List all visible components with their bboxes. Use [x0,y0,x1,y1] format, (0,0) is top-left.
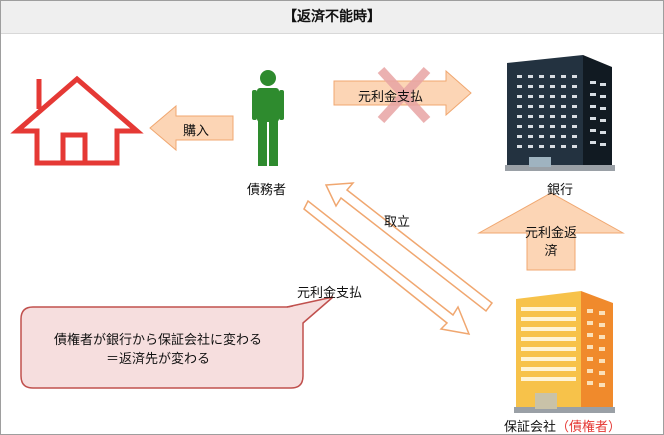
guarantor-to-bank-label: 元利金返 済 [525,225,577,261]
guarantor-role: 債権者 [569,420,609,435]
cross-mark-icon [377,66,431,124]
callout-line2: ＝返済先が変わる [105,352,210,367]
callout-text: 債権者が銀行から保証会社に変わる ＝返済先が変わる [27,331,289,369]
repay-to-guarantor-arrow [303,199,471,335]
guarantor-to-bank-label-line1: 元利金返 [525,226,578,241]
house-icon [10,75,144,166]
collect-label: 取立 [384,215,411,230]
repay-to-guarantor-label: 元利金支払 [297,286,363,301]
purchase-arrow [149,104,234,152]
debtor-label: 債務者 [247,183,287,198]
guarantor-name: 保証会社 [504,420,557,435]
purchase-label: 購入 [183,124,210,139]
bank-label: 銀行 [547,183,574,198]
guarantor-label: 保証会社（債権者） [504,416,621,435]
person-icon [252,70,284,166]
collect-arrow [324,182,494,313]
bank-building-icon [505,55,615,171]
guarantor-paren-open: （ [556,420,570,435]
guarantor-to-bank-label-line2: 済 [544,244,558,259]
callout-line1: 債権者が銀行から保証会社に変わる [53,333,262,348]
guarantor-paren-close: ） [608,420,622,435]
diagram-title: 【返済不能時】 [283,9,381,25]
guarantor-building-icon [514,291,615,413]
title-bar [1,1,663,34]
repay-to-bank-label: 元利金支払 [358,90,424,105]
guarantor-to-bank-arrow [477,192,625,271]
